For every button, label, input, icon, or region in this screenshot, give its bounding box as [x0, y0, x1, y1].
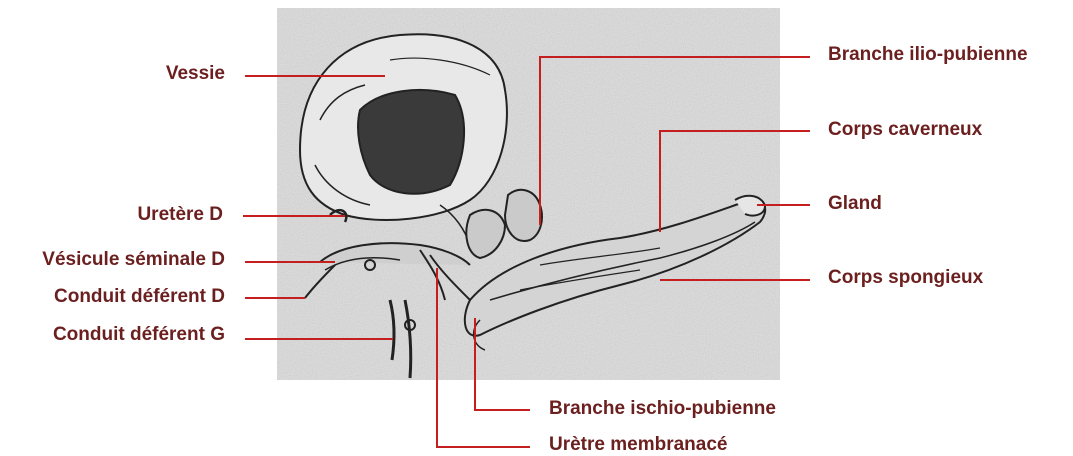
label-branche-ischio-pubienne: Branche ischio-pubienne — [549, 398, 776, 420]
label-conduit-deferent-g: Conduit déférent G — [53, 324, 225, 346]
label-vesicule-seminale-d: Vésicule séminale D — [42, 249, 225, 271]
label-conduit-deferent-d: Conduit déférent D — [54, 286, 225, 308]
label-branche-ilio-pubienne: Branche ilio-pubienne — [828, 44, 1028, 66]
label-corps-spongieux: Corps spongieux — [828, 267, 983, 289]
specimen-photo — [277, 8, 780, 380]
label-gland: Gland — [828, 193, 882, 215]
label-uretre-membranace: Urètre membranacé — [549, 434, 727, 456]
label-uretere-d: Uretère D — [137, 204, 223, 226]
label-vessie: Vessie — [166, 63, 225, 85]
label-corps-caverneux: Corps caverneux — [828, 119, 982, 141]
